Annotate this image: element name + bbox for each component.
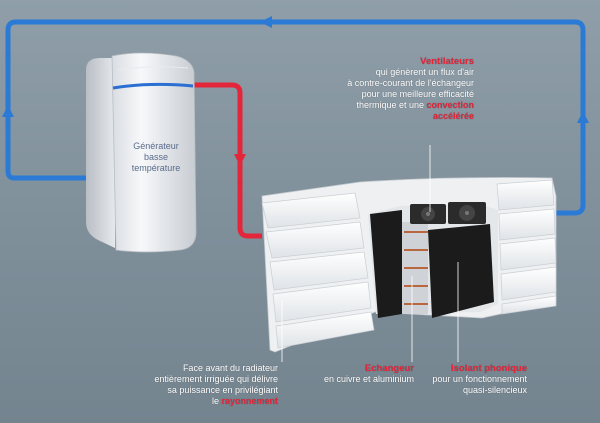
callout-highlight: rayonnement xyxy=(221,396,278,406)
acoustic-insulation-left xyxy=(370,210,402,318)
acoustic-insulation-right xyxy=(428,224,494,318)
radiator-left-slats xyxy=(261,192,375,349)
cold-pipe xyxy=(5,19,586,216)
callout-title: Isolant phonique xyxy=(451,363,527,374)
callout-text: le rayonnement xyxy=(154,396,278,407)
callout-text: sa puissance en privilégiant xyxy=(167,385,278,395)
callout-text: pour un fonctionnement xyxy=(432,374,527,384)
callout-text: Face avant du radiateur xyxy=(182,363,278,373)
generator-label-line: basse xyxy=(143,152,169,162)
radiator-right-slats xyxy=(496,179,557,315)
hot-flow-arrow xyxy=(234,154,246,166)
callout-text-part: le xyxy=(211,396,222,406)
callout-text: entièrement irriguée qui délivre xyxy=(154,374,278,384)
callout-echangeur: Echangeur en cuivre et aluminium xyxy=(324,363,414,385)
fans xyxy=(410,202,486,224)
callout-text-part: thermique et une xyxy=(356,100,427,110)
callout-ventilateurs: Ventilateurs qui génèrent un flux d'air … xyxy=(347,56,474,122)
callout-text: quasi-silencieux xyxy=(462,385,527,395)
callout-text: thermique et une convection xyxy=(347,100,474,111)
callout-text: qui génèrent un flux d'air xyxy=(375,67,474,77)
cold-flow-arrow-left xyxy=(2,105,14,117)
generator-unit xyxy=(86,52,197,253)
callout-text: pour une meilleure efficacité xyxy=(361,89,474,99)
generator-label: Générateur basse température xyxy=(122,141,190,174)
callout-highlight: convection xyxy=(426,100,474,110)
heat-exchanger xyxy=(402,222,428,314)
callout-text: à contre-courant de l'échangeur xyxy=(347,78,474,88)
radiator xyxy=(261,177,557,353)
generator-label-line: température xyxy=(131,163,181,173)
callout-title: Ventilateurs xyxy=(420,56,474,67)
cold-flow-arrow-right xyxy=(577,111,589,123)
callout-highlight: accélérée xyxy=(432,111,474,121)
callout-title: Echangeur xyxy=(364,363,414,374)
cold-flow-arrow-top xyxy=(260,16,272,28)
callout-text: en cuivre et aluminium xyxy=(323,374,414,384)
callout-face-avant: Face avant du radiateur entièrement irri… xyxy=(154,363,278,407)
callout-isolant: Isolant phonique pour un fonctionnement … xyxy=(432,363,527,396)
generator-label-line: Générateur xyxy=(133,141,179,151)
hot-pipe xyxy=(188,82,262,239)
